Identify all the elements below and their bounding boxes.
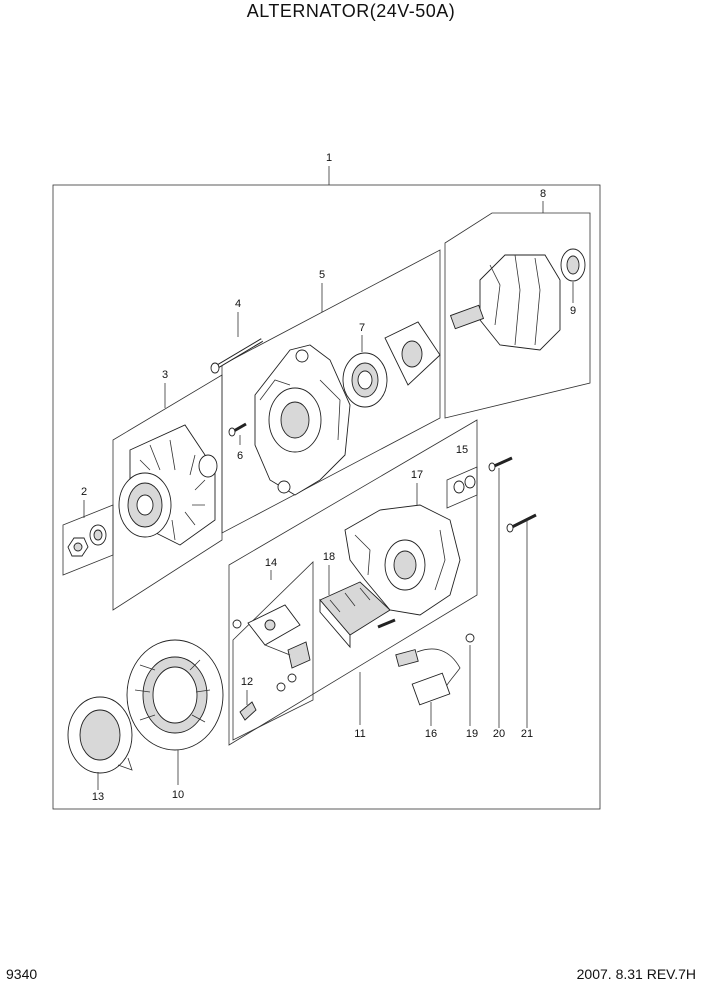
regulator-group-frame [232, 561, 314, 741]
callout-5: 5 [319, 269, 325, 281]
screw-6 [228, 422, 247, 437]
callout-13: 13 [92, 791, 104, 803]
regulator-14 [232, 604, 311, 692]
assembly-frame [52, 184, 601, 810]
callout-9: 9 [570, 305, 576, 317]
bearing-housing-13 [67, 696, 133, 774]
page-title: ALTERNATOR(24V-50A) [246, 1, 456, 21]
revision-date: 2007. 8.31 REV.7H [576, 966, 696, 982]
long-bolt-4 [210, 338, 264, 374]
callout-17: 17 [411, 469, 423, 481]
callout-10: 10 [172, 789, 184, 801]
bolt-20 [488, 456, 513, 472]
drive-end-housing-5 [254, 344, 351, 496]
callout-3: 3 [162, 369, 168, 381]
small-parts-frame [446, 466, 478, 509]
nut-washer-2 [67, 524, 107, 557]
callout-11: 11 [354, 728, 365, 740]
callout-18: 18 [323, 551, 335, 563]
bolt-21 [506, 513, 537, 533]
callout-4: 4 [235, 298, 241, 310]
page-number: 9340 [6, 966, 38, 982]
callout-16: 16 [425, 728, 437, 740]
callout-8: 8 [540, 188, 546, 200]
callout-1: 1 [326, 152, 332, 164]
callout-7: 7 [359, 322, 365, 334]
callout-14: 14 [265, 557, 277, 569]
callout-12: 12 [241, 676, 253, 688]
small-nuts-15 [453, 475, 476, 494]
bearing-9 [560, 248, 586, 282]
callout-2: 2 [81, 486, 87, 498]
brush-12 [239, 701, 257, 721]
screw-19 [465, 633, 475, 643]
rectifier-group-frame [228, 419, 478, 746]
harness-16 [395, 648, 461, 706]
callout-21: 21 [521, 728, 533, 740]
rectifier-18 [319, 581, 396, 649]
pulley-fan-3 [118, 424, 218, 546]
callout-15: 15 [456, 444, 468, 456]
nut-group-frame [62, 504, 114, 576]
callout-19: 19 [466, 728, 478, 740]
rotor-group-frame [444, 212, 591, 419]
bearing-7 [342, 352, 388, 408]
bearing-plate [384, 321, 441, 386]
stator-10 [126, 639, 224, 751]
callout-6: 6 [237, 450, 243, 462]
rotor-8 [449, 254, 561, 351]
callout-20: 20 [493, 728, 505, 740]
slip-ring-housing-17 [344, 504, 461, 616]
